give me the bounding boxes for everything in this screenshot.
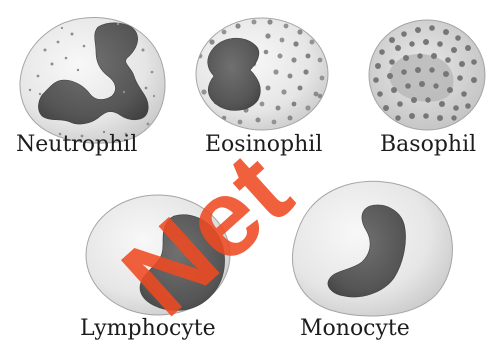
- label-monocyte: Monocyte: [300, 318, 410, 340]
- label-eosinophil: Eosinophil: [205, 134, 322, 156]
- basophil-cell: [369, 20, 485, 130]
- eosinophil-cell: [196, 18, 328, 130]
- lymphocyte-cell: [86, 195, 230, 315]
- monocyte-cell: [293, 181, 453, 316]
- label-basophil: Basophil: [380, 134, 476, 156]
- neutrophil-cell: [20, 17, 165, 143]
- label-neutrophil: Neutrophil: [16, 134, 137, 156]
- label-lymphocyte: Lymphocyte: [80, 318, 216, 340]
